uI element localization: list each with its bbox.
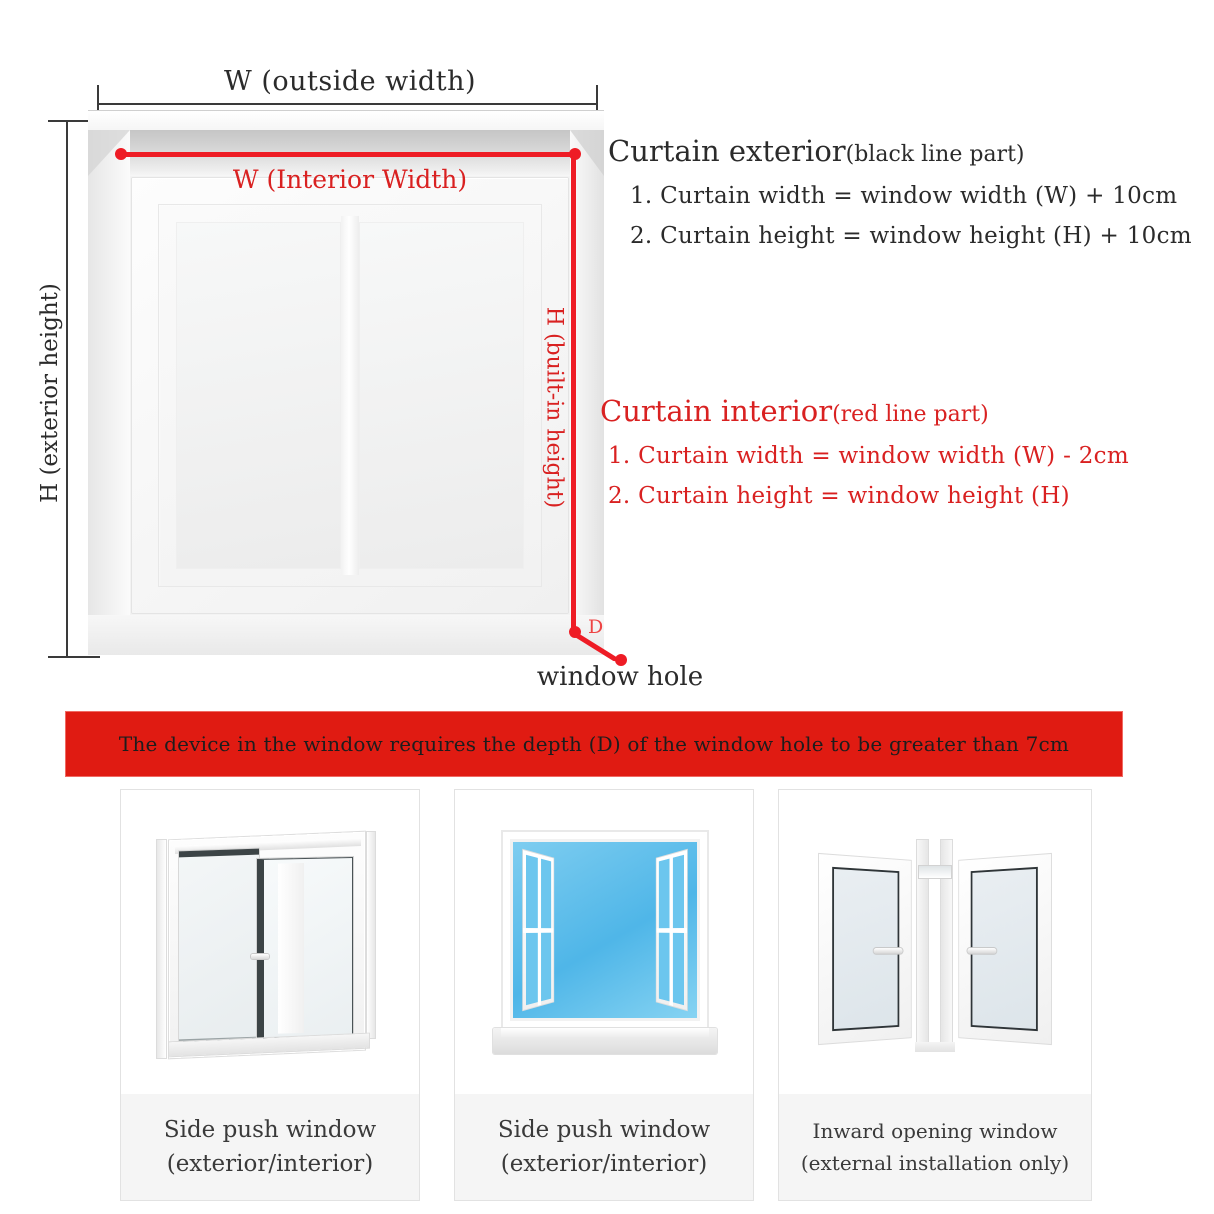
window-type-card-caption: Side push window (exterior/interior) (121, 1094, 419, 1200)
red-endpoint-depth (615, 654, 627, 666)
sliding-window-right-post (367, 832, 375, 1038)
curtain-interior-rule-1: 1. Curtain width = window width (W) - 2c… (608, 442, 1129, 469)
sliding-window-handle (251, 954, 269, 959)
window-lintel (88, 110, 604, 133)
casement-right-leaf (656, 850, 687, 1010)
label-interior-width: W (Interior Width) (232, 165, 468, 194)
card-caption-line-1: Side push window (163, 1117, 377, 1143)
inward-left-handle (873, 948, 903, 954)
built-in-height-red-line (571, 152, 576, 632)
red-endpoint-top-right (569, 148, 581, 160)
curtain-exterior-instructions: Curtain exterior(black line part) 1. Cur… (608, 134, 1192, 249)
sliding-window-icon (121, 790, 419, 1094)
open-casement-window-icon (455, 790, 753, 1094)
card-caption-line-2: (exterior/interior) (500, 1151, 708, 1177)
label-outside-width: W (outside width) (223, 66, 476, 97)
curtain-interior-heading-sub: (red line part) (832, 402, 989, 427)
curtain-exterior-rule-2: 2. Curtain height = window height (H) + … (630, 222, 1192, 249)
window-mullion (341, 216, 359, 575)
outside-width-tick-right (596, 85, 598, 123)
card-caption-line-2: (exterior/interior) (166, 1151, 374, 1177)
curtain-exterior-rule-1: 1. Curtain width = window width (W) + 10… (630, 182, 1178, 209)
casement-right-grid-horizontal (656, 928, 687, 933)
sliding-window-sash-fixed (179, 848, 259, 1045)
curtain-interior-instructions: Curtain interior(red line part) 1. Curta… (600, 394, 1129, 509)
open-casement-graphic (493, 832, 717, 1062)
curtain-exterior-heading: Curtain exterior(black line part) (608, 134, 1192, 169)
casement-left-leaf (523, 850, 554, 1010)
window-type-card-caption: Inward opening window (external installa… (779, 1094, 1091, 1200)
inward-left-leaf (819, 854, 911, 1044)
window-reveal (88, 130, 604, 655)
inward-head-rail (919, 866, 951, 878)
exterior-height-tick-top (48, 120, 98, 122)
curtain-interior-heading: Curtain interior(red line part) (600, 394, 1129, 429)
depth-requirement-banner: The device in the window requires the de… (66, 712, 1122, 776)
exterior-height-tick-bottom (48, 656, 100, 658)
card-caption-line-1: Side push window (497, 1117, 711, 1143)
outside-width-tick-left (97, 85, 99, 123)
window-type-card-sliding: Side push window (exterior/interior) (121, 790, 419, 1200)
casement-window-sill (493, 1028, 717, 1054)
sliding-window-sash-moving (257, 856, 353, 1040)
depth-requirement-text: The device in the window requires the de… (118, 732, 1070, 756)
reveal-left-splay (88, 130, 130, 655)
casement-sky-opening (513, 842, 697, 1018)
curtain-exterior-heading-main: Curtain exterior (608, 134, 846, 168)
interior-width-red-line (120, 152, 576, 157)
casement-left-grid-horizontal (523, 928, 554, 933)
red-endpoint-top-left (115, 148, 127, 160)
inward-bottom-rail (915, 1042, 955, 1052)
window-sash-outer-frame (132, 178, 568, 613)
label-depth-marker: D (588, 616, 604, 638)
casement-outer-frame (503, 832, 707, 1028)
label-exterior-height: H (exterior height) (37, 283, 63, 503)
window-type-cards: Side push window (exterior/interior) (0, 790, 1214, 1210)
inward-opening-graphic (819, 832, 1051, 1062)
curtain-interior-heading-main: Curtain interior (600, 394, 833, 428)
inward-opening-window-icon (779, 790, 1091, 1094)
window-pane-right (359, 222, 524, 569)
sliding-window-graphic (155, 828, 377, 1060)
curtain-interior-rule-2: 2. Curtain height = window height (H) (608, 482, 1070, 509)
exterior-height-dimension-line (66, 120, 68, 658)
inward-right-handle (967, 948, 997, 954)
label-built-in-height: H (built-in height) (541, 306, 567, 509)
inward-right-leaf (959, 854, 1051, 1044)
inward-center-post-left (917, 840, 928, 1050)
window-type-card-inward-opening: Inward opening window (external installa… (779, 790, 1091, 1200)
outside-width-dimension-line (97, 103, 598, 105)
sliding-window-sash-inner (278, 863, 304, 1034)
window-type-card-casement-open: Side push window (exterior/interior) (455, 790, 753, 1200)
window-measurement-diagram: W (outside width) H (exterior height) (37, 66, 1192, 692)
curtain-exterior-heading-sub: (black line part) (845, 142, 1025, 167)
reveal-bottom-sill (88, 615, 604, 655)
sliding-window-left-post (157, 840, 166, 1058)
inward-center-post-right (941, 840, 952, 1050)
window-type-card-caption: Side push window (exterior/interior) (455, 1094, 753, 1200)
card-caption-line-1: Inward opening window (812, 1119, 1058, 1143)
window-sash-inner-frame (158, 204, 542, 587)
card-caption-line-2: (external installation only) (800, 1151, 1070, 1175)
window-pane-left (176, 222, 341, 569)
label-window-hole: window hole (536, 662, 704, 692)
window-recess-illustration (88, 110, 604, 655)
